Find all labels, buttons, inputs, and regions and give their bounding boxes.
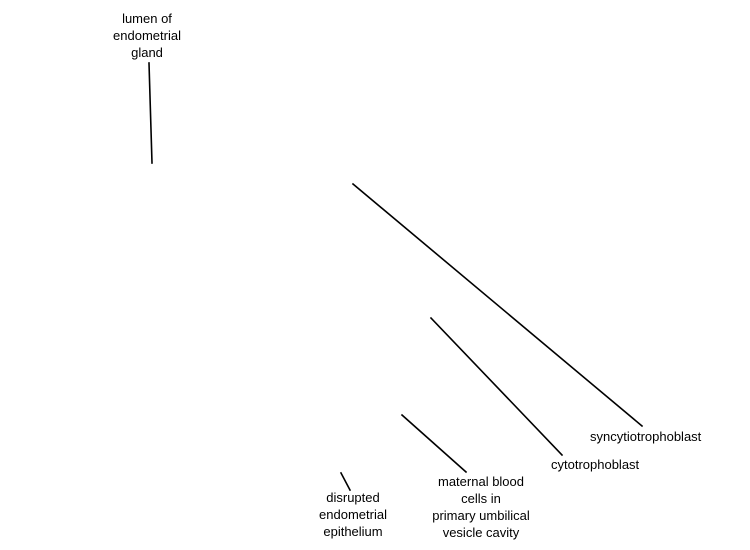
label-syncytiotrophoblast: syncytiotrophoblast <box>590 429 702 444</box>
label-line: primary umbilical <box>432 508 530 523</box>
leader-line-syncytiotrophoblast <box>351 182 644 428</box>
leader-line-cytotrophoblast <box>429 316 564 457</box>
leader-line-disrupted-epithelium <box>339 471 352 492</box>
label-line: lumen of <box>122 11 172 26</box>
label-cytotrophoblast: cytotrophoblast <box>551 457 640 472</box>
label-lumen-of-endometrial-gland: lumen of endometrial gland <box>98 10 196 61</box>
label-line: cells in <box>461 491 501 506</box>
label-line: endometrial <box>113 28 181 43</box>
label-line: disrupted <box>326 490 380 505</box>
label-disrupted-endometrial-epithelium: disrupted endometrial epithelium <box>303 489 403 540</box>
label-line: gland <box>131 45 163 60</box>
label-line: maternal blood <box>438 474 524 489</box>
leader-line-lumen <box>148 62 153 164</box>
label-line: epithelium <box>323 524 383 539</box>
label-maternal-blood-cells: maternal blood cells in primary umbilica… <box>416 473 546 541</box>
leader-line-maternal-blood <box>400 413 468 474</box>
label-line: vesicle cavity <box>442 525 520 540</box>
label-line: endometrial <box>319 507 387 522</box>
